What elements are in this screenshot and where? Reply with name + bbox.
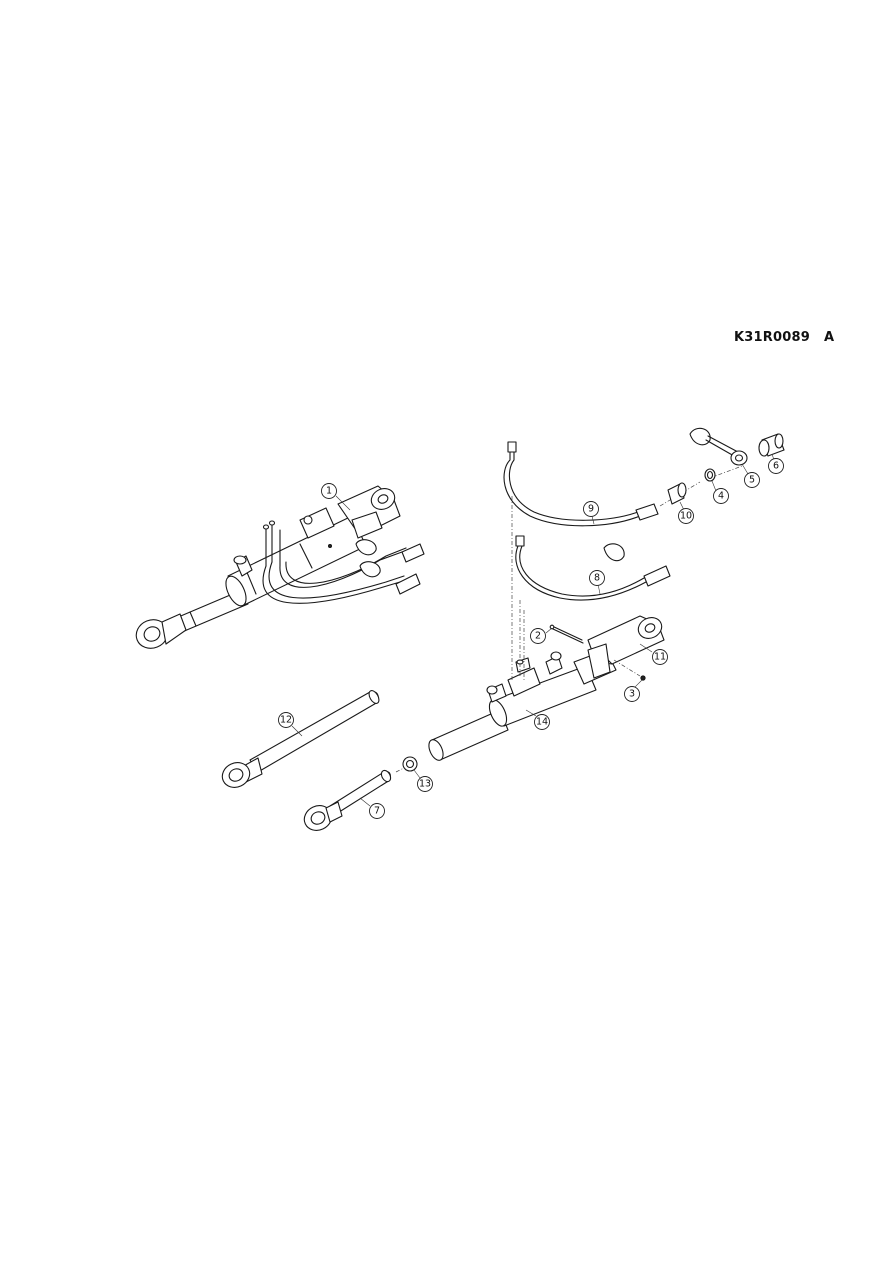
callout-9: 9 (583, 501, 599, 525)
callout-11-label: 11 (654, 652, 666, 663)
callout-3-label: 3 (629, 689, 635, 700)
callout-14-label: 14 (536, 717, 548, 728)
callout-6-label: 6 (773, 461, 779, 472)
hydraulic-top-link-assembly (135, 485, 425, 649)
part-13-nut (395, 756, 418, 773)
callout-10-label: 10 (680, 511, 692, 522)
drawing-revision: A (823, 330, 835, 345)
part-11-clevis (587, 615, 665, 679)
callout-8-label: 8 (594, 573, 600, 584)
part-6-coupler (758, 433, 785, 457)
part-12-rod-end-long (221, 690, 380, 788)
callout-11: 11 (639, 643, 668, 665)
part-5-dust-cap (689, 427, 748, 466)
callout-7-label: 7 (374, 806, 380, 817)
callout-2: 2 (530, 627, 553, 644)
part-10-adapter (667, 482, 687, 505)
drawing-code: K31R0089 A (734, 330, 834, 345)
part-2-pin (549, 624, 584, 644)
part-14-cylinder (428, 649, 617, 761)
drawing-number: K31R0089 (734, 330, 810, 345)
callout-4: 4 (711, 480, 729, 504)
callout-12-label: 12 (280, 715, 292, 726)
callout-13: 13 (413, 769, 433, 792)
callout-7: 7 (359, 797, 385, 819)
callout-12: 12 (278, 712, 303, 737)
callout-10: 10 (678, 501, 694, 524)
callout-6: 6 (768, 453, 784, 474)
part-8-hose (515, 535, 671, 601)
callout-14: 14 (525, 709, 550, 730)
callout-5-label: 5 (749, 475, 755, 486)
callout-1: 1 (321, 483, 351, 511)
part-4-o-ring (704, 468, 716, 482)
callout-3: 3 (624, 679, 643, 702)
part-9-hose (503, 441, 659, 527)
callout-4-label: 4 (718, 491, 724, 502)
callout-13-label: 13 (419, 779, 431, 790)
callout-5: 5 (741, 463, 760, 488)
callouts: 1 2 3 4 5 6 7 (278, 453, 784, 819)
callout-8: 8 (589, 570, 605, 595)
part-3-grease-nipple (613, 659, 646, 681)
callout-1-label: 1 (326, 486, 332, 497)
part-7-rod-end-short (303, 769, 392, 831)
callout-2-label: 2 (535, 631, 541, 642)
callout-9-label: 9 (588, 504, 594, 515)
